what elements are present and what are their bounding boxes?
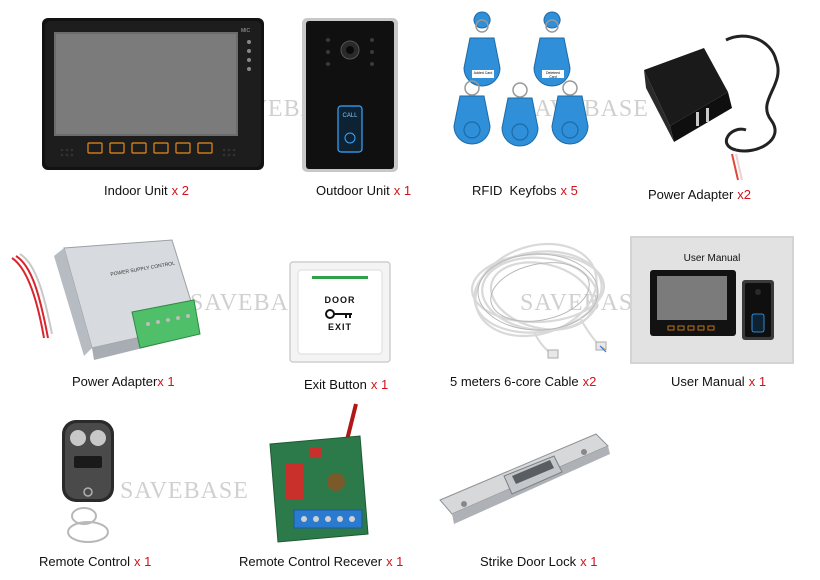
keyfob-deleted-card-label: Deleteed Card (545, 71, 560, 79)
watermark: SAVEBASE (120, 478, 249, 504)
exit-button-image: DOOR EXIT (289, 261, 391, 363)
keyfob-added-card-label: Added Card (473, 71, 493, 75)
indoor-unit-image: MIC (42, 18, 264, 173)
mic-label: MIC (241, 28, 251, 34)
outdoor-unit-image: CALL (300, 18, 400, 173)
remote-receiver-image (264, 403, 374, 546)
exit-button-exit-label: EXIT (327, 322, 352, 332)
exit-button-door-label: DOOR (324, 295, 356, 305)
user-manual-image: User Manual (630, 236, 794, 364)
strike-door-lock-image (434, 432, 614, 528)
caption-power-adapter-box: Power Adapterx 1 (72, 374, 175, 389)
power-supply-box-image: POWER SUPPLY CONTROL (11, 238, 212, 368)
remote-control-image (54, 420, 126, 550)
call-button-label: CALL (342, 113, 358, 119)
power-adapter-wall-image (636, 30, 796, 185)
manual-title: User Manual (683, 253, 741, 264)
rfid-keyfobs-image: Added Card Deleteed Card (442, 11, 592, 178)
cable-image (460, 222, 620, 362)
